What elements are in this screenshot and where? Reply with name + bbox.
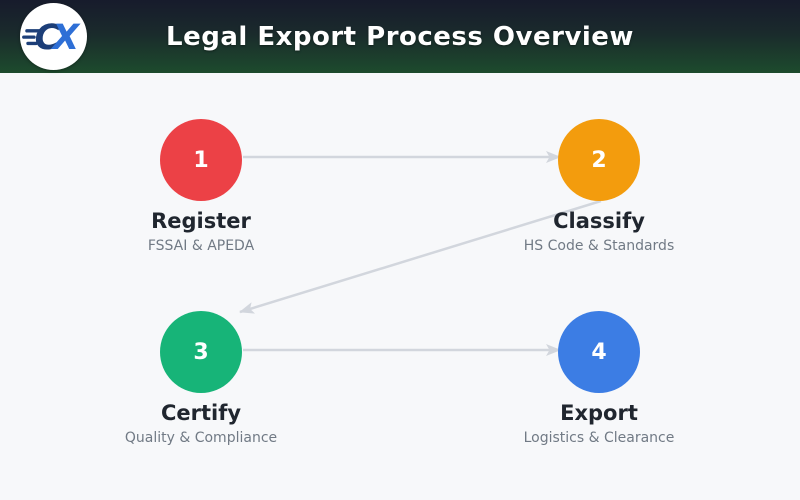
step-number: 4 <box>591 339 607 365</box>
step-sublabel: Quality & Compliance <box>124 430 278 446</box>
logo-letter-x: X <box>50 18 81 58</box>
step-export-circle: 4 <box>558 311 640 393</box>
flow-arrows <box>239 151 602 356</box>
diagram-canvas: 1 Register FSSAI & APEDA 2 Classify HS C… <box>0 73 800 500</box>
cx-logo-icon: C X <box>22 18 81 58</box>
step-register-circle: 1 <box>160 119 242 201</box>
logo-letter-c: C <box>35 18 60 58</box>
step-certify: 3 Certify Quality & Compliance <box>81 311 321 447</box>
step-label: Classify <box>553 209 645 233</box>
arrow-classify-to-certify <box>239 199 602 314</box>
step-export: 4 Export Logistics & Clearance <box>479 311 719 447</box>
step-label: Register <box>151 209 251 233</box>
step-label: Certify <box>160 401 242 425</box>
step-classify: 2 Classify HS Code & Standards <box>479 119 719 255</box>
step-number: 3 <box>193 339 209 365</box>
header: C X Legal Export Process Overview <box>0 0 800 73</box>
step-number: 1 <box>193 147 209 173</box>
step-register: 1 Register FSSAI & APEDA <box>81 119 321 255</box>
page-title: Legal Export Process Overview <box>166 21 634 52</box>
cx-logo: C X <box>20 3 87 70</box>
speed-lines-icon <box>22 29 41 46</box>
step-certify-circle: 3 <box>160 311 242 393</box>
step-number: 2 <box>591 147 607 173</box>
step-label: Export <box>560 401 638 425</box>
step-sublabel: HS Code & Standards <box>523 238 675 254</box>
step-classify-circle: 2 <box>558 119 640 201</box>
step-sublabel: Logistics & Clearance <box>523 430 675 446</box>
step-sublabel: FSSAI & APEDA <box>147 238 255 254</box>
